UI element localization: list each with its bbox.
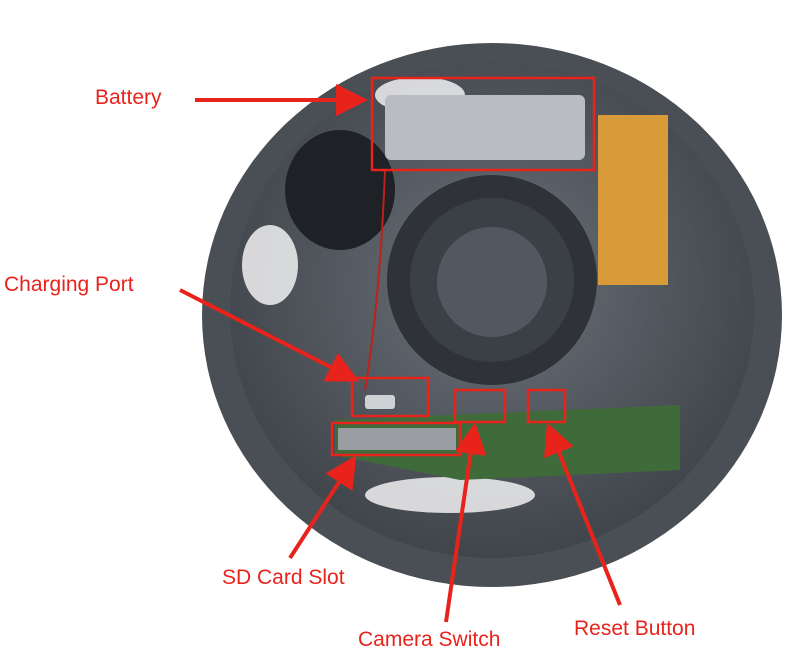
camera-switch-arrow — [444, 422, 487, 623]
battery-pack — [385, 95, 585, 160]
usb-port-body — [365, 395, 395, 409]
wire — [364, 169, 386, 391]
battery-box — [370, 76, 596, 172]
lens — [387, 175, 597, 385]
sd-slot-body — [338, 428, 456, 450]
sd-card-slot-label: SD Card Slot — [222, 566, 345, 589]
battery-label: Battery — [95, 86, 162, 109]
reset-button-arrow — [544, 422, 622, 606]
reset-button-label: Reset Button — [574, 617, 696, 640]
orange-flex — [598, 115, 668, 285]
charging-port-label: Charging Port — [4, 273, 134, 296]
annotation-boxes — [330, 76, 596, 457]
charging-port-arrow — [179, 288, 360, 382]
camera-switch-label: Camera Switch — [358, 628, 501, 651]
black-ring — [285, 130, 395, 250]
sd-card-arrow — [288, 455, 357, 560]
charging-port-box — [350, 376, 430, 418]
reset-button-box — [526, 388, 567, 424]
annotation-arrows — [179, 84, 622, 623]
camera-switch-box — [453, 388, 507, 424]
